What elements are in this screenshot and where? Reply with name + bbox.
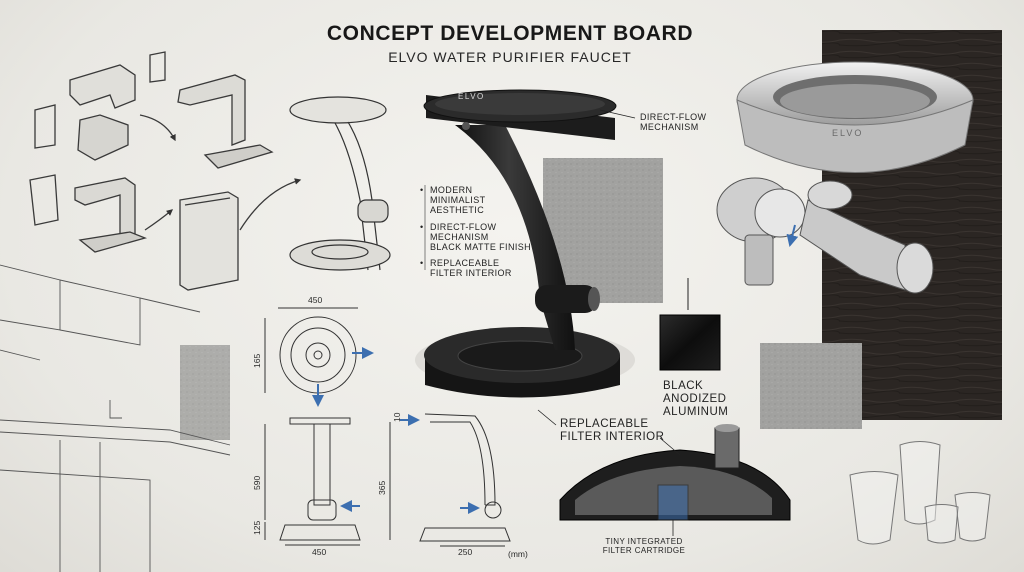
feature-line: MODERN xyxy=(430,185,473,195)
product-brand-mark: ELVO xyxy=(458,92,485,101)
ring-render xyxy=(736,61,974,173)
bullet-dot: • xyxy=(420,258,424,268)
feature-item: REPLACEABLE FILTER INTERIOR xyxy=(430,258,512,278)
feature-line: REPLACEABLE xyxy=(430,258,500,268)
feature-line: BLACK MATTE FINISH xyxy=(430,242,532,252)
dim-side-height: 365 xyxy=(377,480,387,495)
dim-front-base-height: 125 xyxy=(252,520,262,535)
technical-drawings xyxy=(264,307,511,547)
material-line: BLACK xyxy=(663,380,704,392)
feature-line: AESTHETIC xyxy=(430,205,485,215)
feature-item: DIRECT-FLOW MECHANISM BLACK MATTE FINISH xyxy=(430,222,531,252)
bullet-dot: • xyxy=(420,222,424,232)
black-anodized-swatch xyxy=(659,314,721,371)
dim-side-top: 10 xyxy=(392,412,402,422)
dim-top-depth: 165 xyxy=(252,353,262,368)
feature-item: MODERN MINIMALIST AESTHETIC xyxy=(430,185,486,215)
material-callout: BLACK ANODIZED ALUMINUM xyxy=(663,380,728,419)
callout-line: REPLACEABLE xyxy=(560,418,649,430)
dim-top-width: 450 xyxy=(308,295,323,305)
board-title: CONCEPT DEVELOPMENT BOARD xyxy=(326,22,694,45)
kitchen-sketch xyxy=(0,264,231,572)
filter-cross-section xyxy=(559,424,791,536)
callout-line: DIRECT-FLOW xyxy=(640,112,707,122)
feature-line: MECHANISM xyxy=(430,232,489,242)
dim-front-height: 590 xyxy=(252,475,262,490)
mechanism-render xyxy=(716,177,934,294)
feature-line: MINIMALIST xyxy=(430,195,486,205)
material-line: ANODIZED xyxy=(663,393,727,405)
board-subtitle: ELVO WATER PURIFIER FAUCET xyxy=(388,49,632,65)
bullet-dot: • xyxy=(420,185,424,195)
dim-side-base-width: 250 xyxy=(458,547,473,557)
thumbnail-sketches xyxy=(29,51,302,291)
feature-line: DIRECT-FLOW xyxy=(430,222,497,232)
dim-front-base-width: 450 xyxy=(312,547,327,557)
concrete-swatch-right xyxy=(760,343,862,429)
filter-interior-callout: REPLACEABLE FILTER INTERIOR xyxy=(560,418,664,444)
callout-line: FILTER CARTRIDGE xyxy=(602,546,686,555)
glassware-sketch xyxy=(849,441,991,545)
ring-brand-mark: ELVO xyxy=(832,128,864,138)
feature-line: FILTER INTERIOR xyxy=(430,268,512,278)
dim-unit: (mm) xyxy=(508,549,528,559)
callout-line: TINY INTEGRATED xyxy=(605,537,683,546)
concrete-swatch-kitchen xyxy=(180,345,230,440)
material-line: ALUMINUM xyxy=(663,406,729,418)
direct-flow-callout: DIRECT-FLOW MECHANISM xyxy=(640,112,706,132)
callout-line: FILTER INTERIOR xyxy=(560,431,665,443)
main-product-render xyxy=(415,89,636,398)
callout-line: MECHANISM xyxy=(640,122,699,132)
concept-sketch-curved xyxy=(289,96,391,271)
cartridge-callout: TINY INTEGRATED FILTER CARTRIDGE xyxy=(594,537,694,555)
